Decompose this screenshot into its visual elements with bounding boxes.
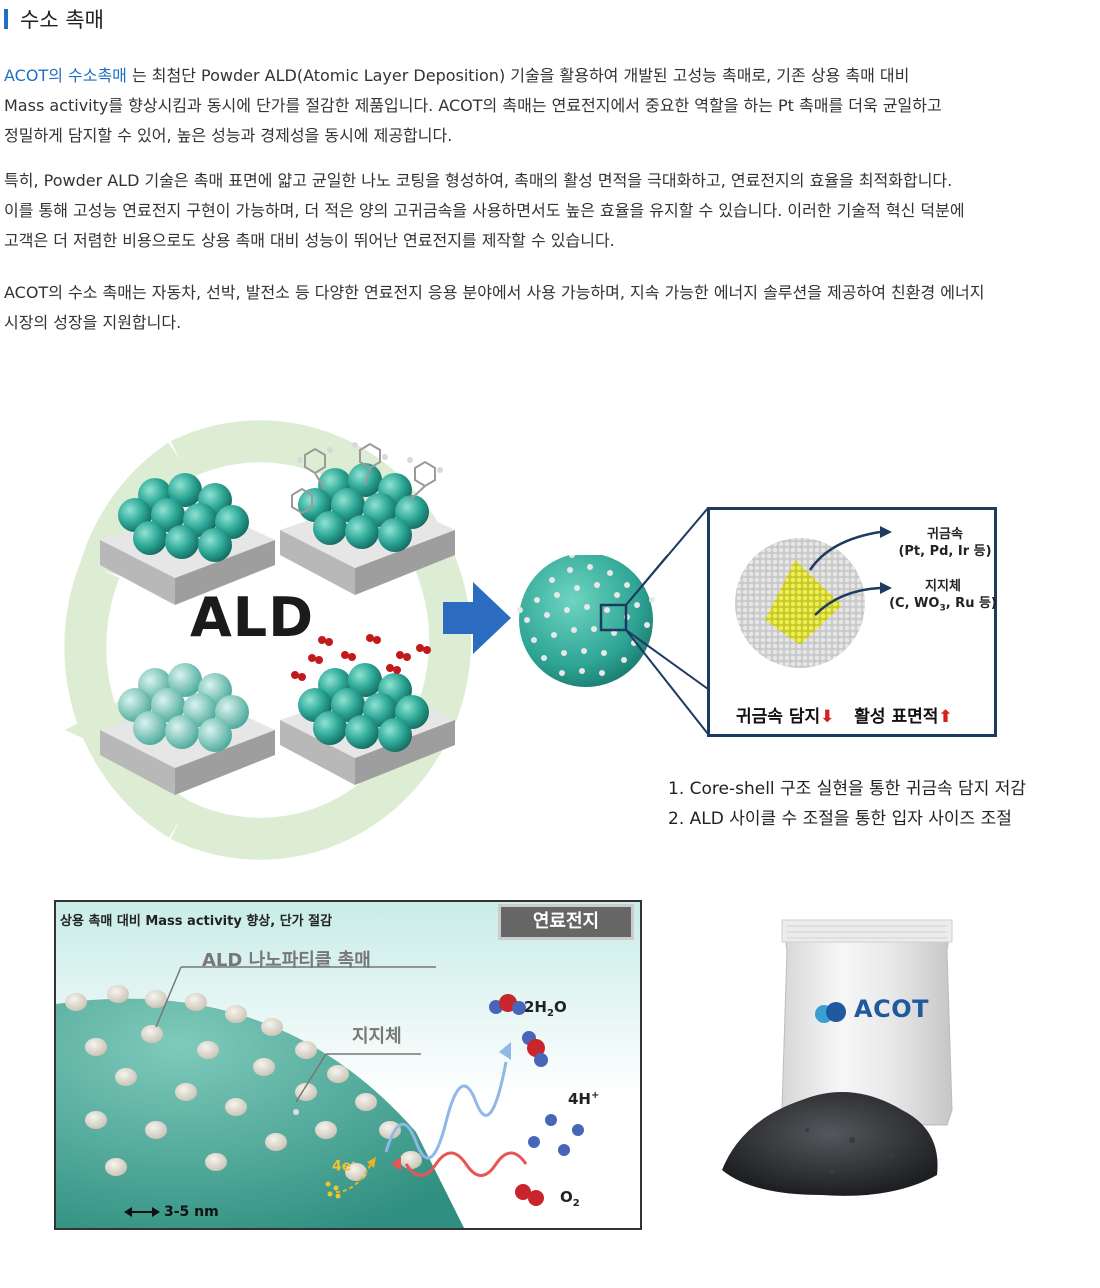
zoom-lines xyxy=(626,507,709,735)
benefit-item: 1. Core-shell 구조 실현을 통한 귀금속 담지 저감 xyxy=(668,779,1027,799)
catalyst-sphere xyxy=(517,555,709,690)
cycle-arrow-tail xyxy=(64,562,192,838)
intro-text: 이를 통해 고성능 연료전지 구현이 가능하며, 더 적은 양의 고귀금속을 사… xyxy=(4,201,965,220)
product-highlight: ACOT의 수소촉매 xyxy=(4,66,127,85)
support-label-sub: (C, WO3, Ru 등) xyxy=(889,596,997,614)
water-molecule xyxy=(489,994,548,1067)
product-package-image xyxy=(722,919,953,1196)
metal-loading-label: 귀금속 담지 xyxy=(736,707,821,727)
substrate-block-3 xyxy=(100,663,275,795)
nanoparticle-bumps xyxy=(65,985,422,1181)
support-label-title: 지지체 xyxy=(925,579,961,594)
benefit-item: 2. ALD 사이클 수 조절을 통한 입자 사이즈 조절 xyxy=(668,809,1012,829)
substrate-block-4 xyxy=(280,634,455,785)
arrow-up-icon: ⬆ xyxy=(938,707,953,727)
core-shell-particle xyxy=(735,538,865,668)
water-label: 2H2O xyxy=(524,998,567,1019)
pointer-arrows xyxy=(808,526,892,616)
surface-area-label: 활성 표면적 xyxy=(854,707,939,727)
metal-label: 귀금속 (Pt, Pd, Ir 등) xyxy=(890,526,1000,560)
hydrogen-label: 4H+ xyxy=(568,1090,600,1108)
metal-label-title: 귀금속 xyxy=(927,527,963,542)
substrate-block-2 xyxy=(280,442,455,595)
precursor-molecules xyxy=(291,442,436,515)
metal-label-sub: (Pt, Pd, Ir 등) xyxy=(898,544,992,559)
section-header: 수소 촉매 xyxy=(4,6,104,32)
intro-text: 특히, Powder ALD 기술은 촉매 표면에 얇고 균일한 나노 코팅을 … xyxy=(4,171,953,190)
support-label: 지지체 (C, WO3, Ru 등) xyxy=(886,578,1000,618)
fuel-cell-tag: 연료전지 xyxy=(498,904,634,940)
page-title: 수소 촉매 xyxy=(20,8,104,32)
intro-text: Mass activity를 향상시킴과 동시에 단가를 절감한 제품입니다. … xyxy=(4,96,942,115)
intro-paragraph-2: 특히, Powder ALD 기술은 촉매 표면에 얇고 균일한 나노 코팅을 … xyxy=(4,166,1089,256)
intro-text: 시장의 성장을 지원합니다. xyxy=(4,313,182,332)
oxygen-label: O2 xyxy=(560,1188,580,1209)
arrow-down-icon: ⬇ xyxy=(820,707,835,727)
bottom-labels: 귀금속 담지⬇ 활성 표면적⬆ xyxy=(736,702,953,727)
ald-cycle-label: ALD xyxy=(190,586,315,649)
product-brand: ACOT xyxy=(854,995,929,1023)
intro-paragraph-1: ACOT의 수소촉매 는 최첨단 Powder ALD(Atomic Layer… xyxy=(4,61,1089,151)
benefits-list: 1. Core-shell 구조 실현을 통한 귀금속 담지 저감 2. ALD… xyxy=(668,774,1026,834)
core-shell-detail: 귀금속 (Pt, Pd, Ir 등) 지지체 (C, WO3, Ru 등) 귀금… xyxy=(707,507,997,737)
oxygen-molecule xyxy=(515,1184,544,1206)
intro-text: 정밀하게 담지할 수 있어, 높은 성능과 경제성을 동시에 제공합니다. xyxy=(4,126,453,145)
cycle-arrow xyxy=(170,420,472,860)
process-arrow-icon xyxy=(443,582,511,654)
intro-text: 는 최첨단 Powder ALD(Atomic Layer Deposition… xyxy=(126,66,910,85)
hydrogen-ions xyxy=(528,1114,584,1156)
support-label: 지지체 xyxy=(352,1026,402,1047)
intro-paragraph-3: ACOT의 수소 촉매는 자동차, 선박, 발전소 등 다양한 연료전지 응용 … xyxy=(4,278,1089,338)
substrate-block-1 xyxy=(100,473,275,605)
ald-cycle-diagram xyxy=(64,420,472,860)
scale-label: 3-5 nm xyxy=(164,1204,219,1220)
panel-caption: 상용 촉매 대비 Mass activity 향상, 단가 절감 xyxy=(60,914,333,929)
electron-label: 4e- xyxy=(332,1158,355,1175)
fuel-cell-panel: 상용 촉매 대비 Mass activity 향상, 단가 절감 연료전지 AL… xyxy=(54,900,642,1230)
nanoparticle-label: ALD 나노파티클 촉매 xyxy=(202,950,371,971)
title-accent-bar xyxy=(4,9,8,29)
intro-text: 고객은 더 저렴한 비용으로도 상용 촉매 대비 성능이 뛰어난 연료전지를 제… xyxy=(4,231,615,250)
fuel-cell-illustration xyxy=(56,966,584,1228)
oxidant-molecules xyxy=(291,634,431,681)
intro-text: ACOT의 수소 촉매는 자동차, 선박, 발전소 등 다양한 연료전지 응용 … xyxy=(4,283,985,302)
